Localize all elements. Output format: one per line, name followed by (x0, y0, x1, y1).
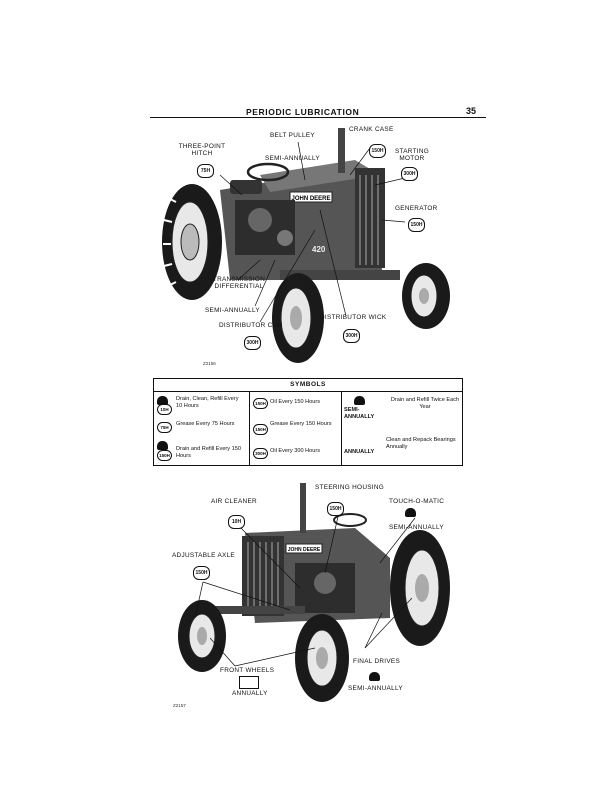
annually-label: ANNUALLY (232, 690, 268, 697)
starting-motor-badge: 300H (401, 167, 418, 181)
grease-bucket-icon (239, 676, 259, 689)
symbol-text: Oil Every 300 Hours (270, 448, 321, 454)
symbol-text: Clean and Repack Bearings Annually (386, 437, 456, 450)
symbol-text: Oil Every 150 Hours (270, 399, 321, 405)
crank-case-label: CRANK CASE (349, 126, 394, 133)
symbol-badge: 150H (253, 424, 268, 435)
adjustable-axle-label: ADJUSTABLE AXLE (172, 552, 235, 559)
symbol-badge: 300H (253, 448, 268, 459)
symbol-badge: 10H (157, 404, 172, 415)
crank-case-badge: 150H (369, 144, 386, 158)
tractor-illustration-front: JOHN DEERE (178, 483, 450, 702)
symbol-text: Grease Every 150 Hours (270, 421, 332, 427)
model-number: 420 (312, 245, 326, 254)
brand-plate: JOHN DEERE (291, 196, 330, 202)
symbol-text: Drain and Refill Twice Each Year (390, 397, 460, 410)
symbol-badge: 150H (253, 398, 268, 409)
symbols-col-2: 150H Oil Every 150 Hours 150H Grease Eve… (249, 391, 342, 466)
distributor-wick-badge: 300H (343, 329, 360, 343)
symbol-badge: ANNUALLY (344, 449, 375, 455)
symbol-badge: 75H (157, 422, 172, 433)
steering-housing-badge: 150H (327, 502, 344, 516)
figure-id: Z2156 (203, 361, 216, 366)
generator-badge: 150H (408, 218, 425, 232)
distributor-cam-label: DISTRIBUTOR CAM (219, 322, 283, 329)
oil-can-icon (369, 672, 380, 681)
transmission-label: TRANSMISSION DIFFERENTIAL (212, 276, 266, 291)
semi-annually-label-2: SEMI-ANNUALLY (389, 524, 444, 531)
symbol-badge: SEMI-ANNUALLY (344, 407, 375, 420)
air-cleaner-badge: 10H (228, 515, 245, 529)
front-wheels-label: FRONT WHEELS (220, 667, 275, 674)
symbols-col-1: 10H Drain, Clean, Refill Every 10 Hours … (154, 391, 249, 466)
oil-can-icon (354, 396, 365, 405)
hitch-badge: 75H (197, 164, 214, 178)
steering-housing-label: STEERING HOUSING (315, 484, 385, 491)
page-title: PERIODIC LUBRICATION (246, 107, 360, 117)
symbol-text: Drain and Refill Every 150 Hours (176, 446, 241, 459)
symbols-legend: SYMBOLS 10H Drain, Clean, Refill Every 1… (153, 378, 463, 466)
three-point-hitch-label: THREE-POINT HITCH (178, 143, 226, 158)
generator-label: GENERATOR (395, 205, 438, 212)
oil-can-icon (405, 508, 416, 517)
starting-motor-label: STARTING MOTOR (394, 148, 430, 163)
touch-o-matic-label: TOUCH-O-MATIC (389, 498, 445, 505)
brand-plate-2: JOHN DEERE (288, 547, 321, 553)
belt-pulley-frequency: SEMI-ANNUALLY (265, 155, 320, 162)
symbol-text: Drain, Clean, Refill Every 10 Hours (176, 396, 239, 409)
symbols-title: SYMBOLS (154, 379, 462, 392)
distributor-wick-label: DISTRIBUTOR WICK (320, 314, 387, 321)
oil-can-icon (157, 396, 168, 405)
semi-annually-label-3: SEMI-ANNUALLY (348, 685, 403, 692)
symbol-text: Grease Every 75 Hours (176, 421, 235, 427)
figure-id-2: Z2157 (173, 703, 186, 708)
header-rule (150, 117, 486, 119)
distributor-cam-badge: 300H (244, 336, 261, 350)
adjustable-axle-badge: 150H (193, 566, 210, 580)
belt-pulley-label: BELT PULLEY (270, 132, 315, 139)
symbols-col-3: SEMI-ANNUALLY Drain and Refill Twice Eac… (341, 391, 463, 466)
semi-annually-label: SEMI-ANNUALLY (205, 307, 260, 314)
symbol-badge: 150H (157, 450, 172, 461)
oil-can-icon (157, 441, 168, 450)
final-drives-label: FINAL DRIVES (353, 658, 401, 665)
air-cleaner-label: AIR CLEANER (211, 498, 257, 505)
tractor-illustration-rear: JOHN DEERE 420 (162, 128, 450, 363)
page-number: 35 (466, 106, 477, 116)
